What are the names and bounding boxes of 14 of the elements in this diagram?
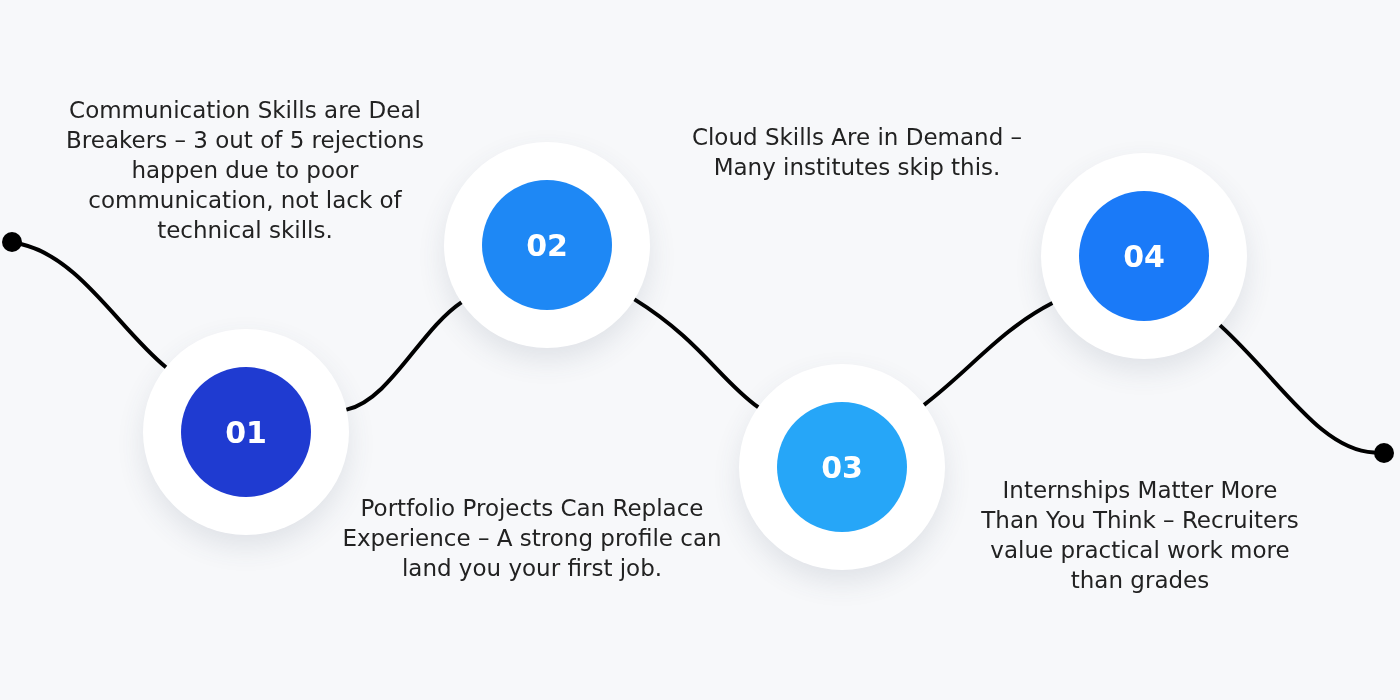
step-description: Cloud Skills Are in Demand – Many institutes skip this. (690, 123, 1024, 182)
connector-line (632, 297, 761, 410)
end-dot (1374, 443, 1394, 463)
step-number: 01 (225, 414, 267, 450)
step-description: Portfolio Projects Can Replace Experience – A strong profile can land you your first job. (341, 494, 723, 583)
step-number: 03 (821, 449, 863, 485)
end-dot (2, 232, 22, 252)
step-number: 02 (526, 227, 568, 263)
connector-line (1218, 323, 1376, 455)
step-description: Communication Skills are Deal Breakers – 3 out of 5 rejections happen due to poor communication, not lack of technical skills. (65, 96, 425, 245)
step-number: 04 (1123, 238, 1165, 274)
connector-line (922, 301, 1055, 407)
connector-line (344, 300, 464, 412)
step-description: Internships Matter More Than You Think – Recruiters value practical work more than grades (980, 476, 1300, 595)
